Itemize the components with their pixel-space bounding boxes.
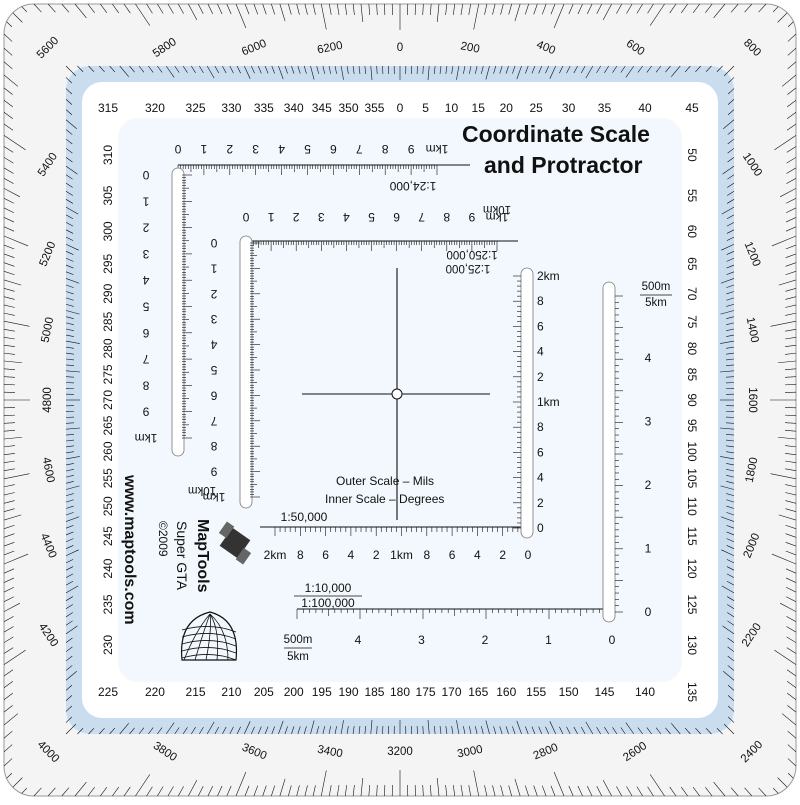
- title-line2: and Protractor: [484, 152, 642, 179]
- brand-product: Super GTA: [174, 521, 190, 590]
- legend-inner: Inner Scale – Degrees: [325, 492, 444, 506]
- title-line1: Coordinate Scale: [462, 121, 650, 148]
- legend-outer: Outer Scale – Mils: [336, 474, 434, 488]
- brand-copyright: ©2009: [156, 521, 170, 557]
- brand-name: MapTools: [193, 519, 211, 592]
- brand-url: www.maptools.com: [120, 475, 138, 625]
